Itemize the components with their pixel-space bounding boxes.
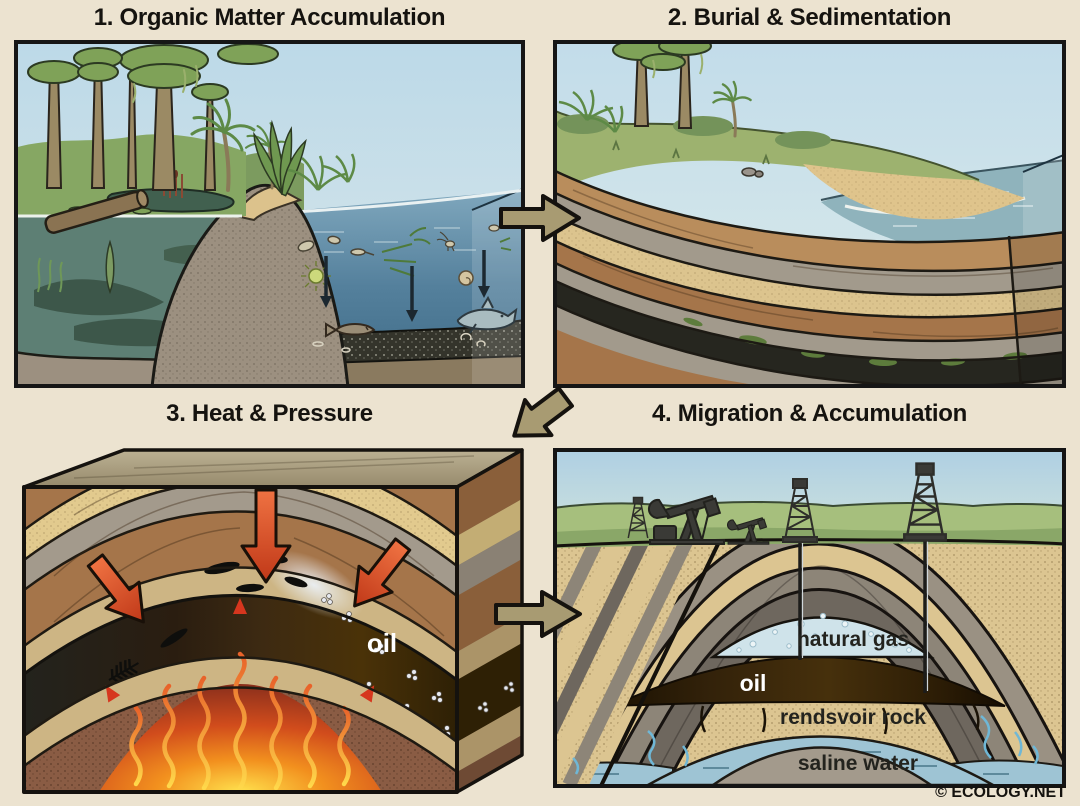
migration-accumulation-illustration: natural gas oil rendsvoir rock saline wa… — [552, 448, 1067, 788]
folded-strata-front-face — [24, 487, 457, 792]
seeps-and-water-streaks — [647, 703, 1039, 767]
pressure-arrows — [86, 488, 412, 624]
panel4-title: 4. Migration & Accumulation — [651, 400, 968, 427]
natural-gas-label: natural gas — [797, 628, 909, 651]
pressure-arrow-icon — [353, 537, 412, 608]
pumpjack-icon — [648, 494, 725, 545]
shark-icon — [456, 295, 518, 334]
copyright-text: © ECOLOGY.NET — [935, 784, 1066, 801]
panel2-title: 2. Burial & Sedimentation — [667, 4, 952, 31]
panel1-title: 1. Organic Matter Accumulation — [93, 4, 446, 31]
surface-equipment — [627, 462, 947, 545]
basement-dome — [710, 746, 934, 785]
swamp-sea-scene-illustration — [13, 40, 526, 390]
oil-label: oil — [367, 628, 397, 658]
fault-block — [556, 540, 705, 785]
panel2-figure — [552, 36, 1067, 399]
grass-headland — [552, 109, 983, 192]
heat-waves-icon — [129, 651, 351, 791]
beach — [803, 164, 1025, 220]
panel4-figure: natural gas oil rendsvoir rock saline wa… — [552, 448, 1067, 788]
burial-strata-illustration — [552, 36, 1067, 399]
panel1-figure — [13, 40, 526, 390]
shore-plants — [253, 119, 356, 197]
panel3-figure: oil — [14, 440, 525, 800]
panel3-title: 3. Heat & Pressure — [166, 400, 373, 427]
oil-zone — [612, 656, 1006, 707]
pressure-arrow-icon — [86, 553, 145, 624]
flow-arrow-step3-to-step4-icon — [494, 590, 582, 638]
derrick-icon — [782, 478, 818, 543]
derrick-icon — [903, 462, 947, 542]
drill-pipes — [798, 536, 929, 693]
flow-arrow-step2-to-step3-icon — [512, 386, 574, 438]
sinking-arrows — [320, 250, 490, 322]
block-top-face — [22, 448, 524, 489]
fault-line — [599, 540, 722, 785]
flow-arrow-step1-to-step2-icon — [499, 194, 581, 242]
heat-pressure-block-illustration: oil — [22, 448, 524, 794]
plankton-and-marine-life — [297, 224, 518, 353]
cap-rock — [631, 591, 1004, 785]
pumpjack-icon — [726, 517, 770, 545]
derrick-icon — [627, 496, 649, 539]
swamp-trees — [27, 43, 279, 191]
fallen-log-icon — [44, 189, 149, 234]
reservoir-rock-label: rendsvoir rock — [780, 706, 926, 729]
panel3-block-outline — [22, 485, 459, 794]
pressure-arrow-icon — [240, 488, 292, 584]
subsurface-strata — [556, 540, 1063, 785]
oil-label: oil — [740, 670, 767, 696]
strata-layers — [552, 168, 1067, 399]
source-rock-to-oil-layer — [24, 595, 457, 742]
saline-water-label: saline water — [798, 752, 918, 775]
